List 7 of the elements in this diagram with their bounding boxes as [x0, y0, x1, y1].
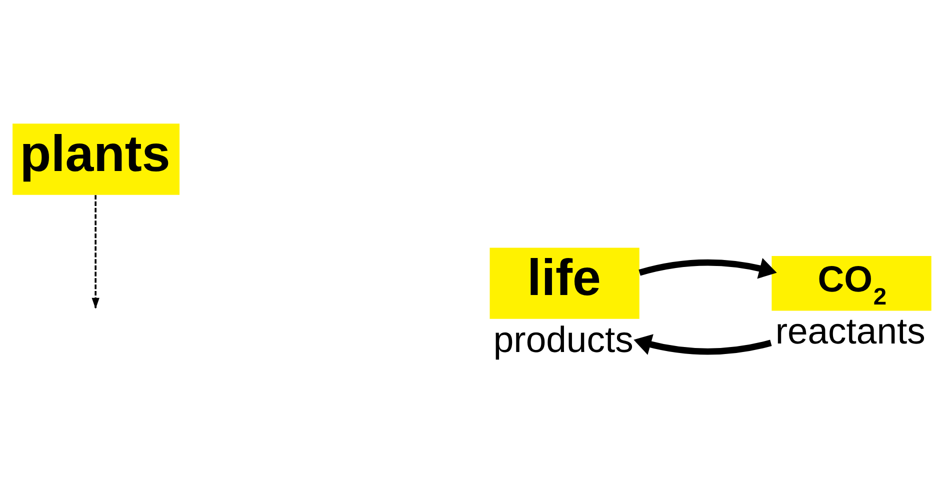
arrow [638, 258, 777, 279]
node-box: CO$_{2}$ [772, 256, 932, 311]
node-box: life [490, 248, 640, 319]
arrow [634, 334, 772, 355]
node-box: plants [12, 124, 180, 195]
node-label: reactants [775, 310, 926, 352]
node-label: products [493, 318, 634, 360]
